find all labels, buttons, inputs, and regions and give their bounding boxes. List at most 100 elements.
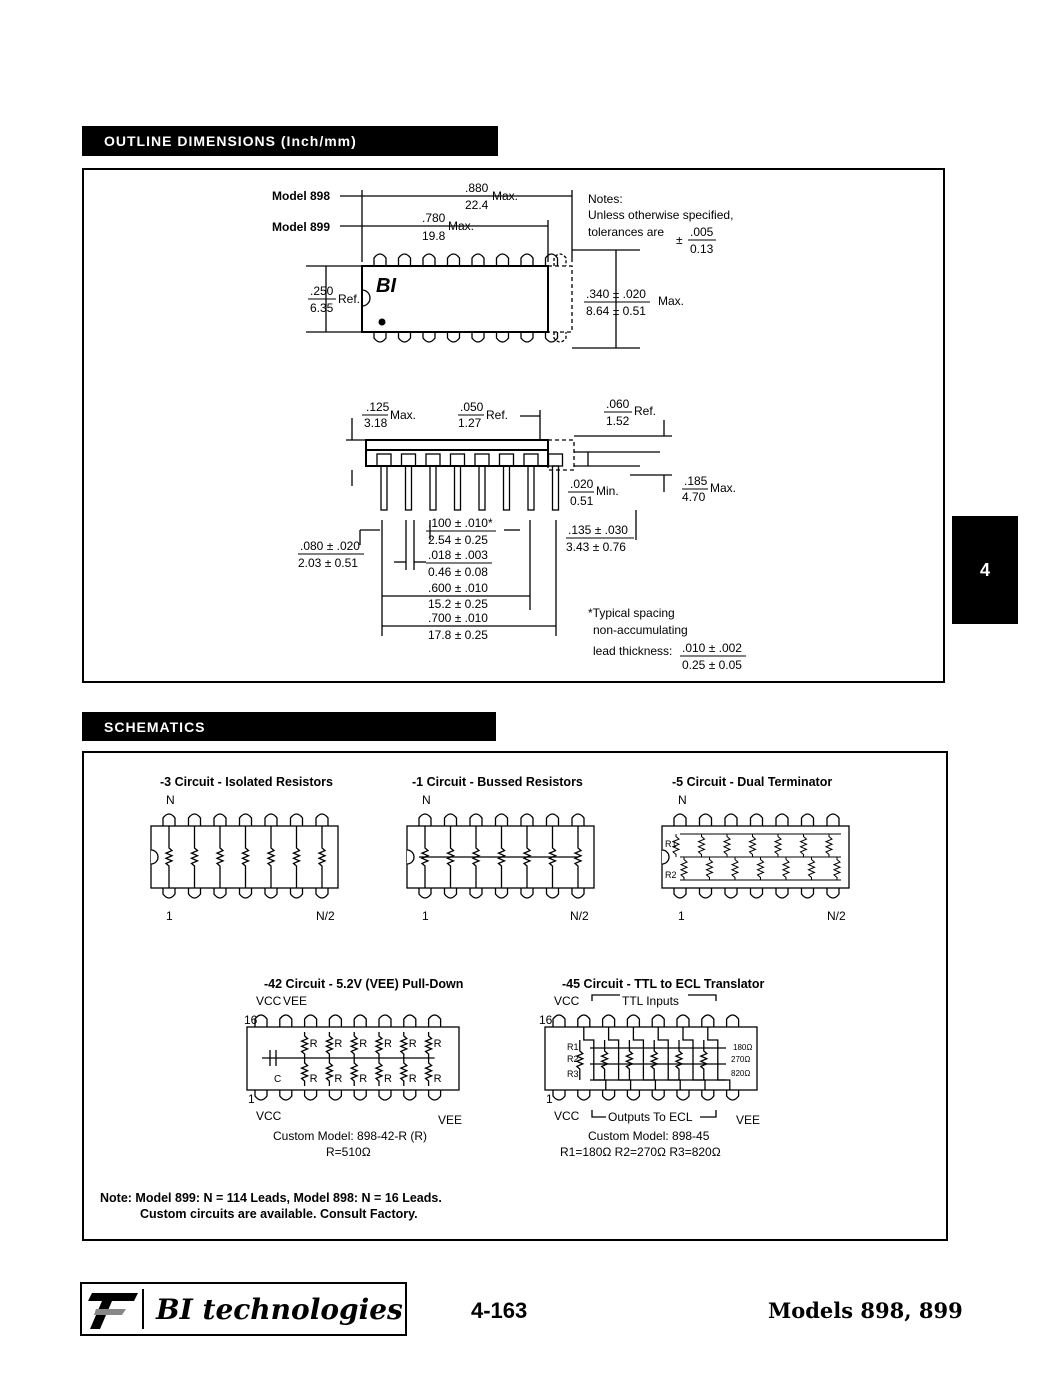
pin <box>544 253 559 266</box>
resistor <box>291 826 302 888</box>
resistor <box>266 826 276 888</box>
page-number: 4-163 <box>471 1298 528 1323</box>
dip-notch <box>406 849 415 865</box>
lead <box>453 465 462 511</box>
lead-shoulder <box>376 453 392 467</box>
dim-100-mm: 2.54 ± 0.25 <box>428 533 488 547</box>
pin <box>601 1090 616 1101</box>
c45-outputs-ecl: Outputs To ECL <box>608 1110 693 1124</box>
pin <box>315 813 329 826</box>
pin <box>469 888 483 899</box>
typical-spacing-1: *Typical spacing <box>588 606 675 620</box>
resistor <box>349 1058 359 1086</box>
pin <box>187 888 202 899</box>
pin <box>724 813 738 826</box>
resistor <box>756 857 765 880</box>
lead-shoulder <box>449 453 466 467</box>
c5-r1-label: R1 <box>665 839 677 849</box>
dip-notch <box>661 849 670 865</box>
pin <box>800 813 815 826</box>
pin <box>427 1014 442 1027</box>
model-898-label: Model 898 <box>272 189 330 203</box>
notes-2: Unless otherwise specified, <box>588 208 733 222</box>
resistor <box>299 1058 310 1086</box>
resistor <box>824 834 834 857</box>
pin <box>698 813 713 826</box>
pin <box>213 888 227 899</box>
dashed-pin <box>553 253 567 266</box>
pin <box>303 1014 318 1027</box>
circuit-5-title: -5 Circuit - Dual Terminator <box>672 775 832 789</box>
lead-shoulder <box>547 453 564 467</box>
c45-r3-label: R3 <box>567 1069 579 1079</box>
resistor <box>324 1058 335 1086</box>
dim-185-max: Max. <box>710 481 736 495</box>
dim-125-mm: 3.18 <box>364 416 388 430</box>
c45-270-label: 270Ω <box>731 1055 750 1064</box>
dim-700-in: .700 ± .010 <box>428 611 488 625</box>
note-line-1: Note: Model 899: N = 114 Leads, Model 89… <box>100 1191 442 1205</box>
pin <box>353 1090 367 1101</box>
resistor <box>299 1032 310 1058</box>
pin <box>520 813 534 826</box>
c3-pin-n: N <box>166 793 175 807</box>
dim-600-in: .600 ± .010 <box>428 581 488 595</box>
pin <box>494 888 509 899</box>
pin <box>651 1090 665 1101</box>
pin <box>254 1014 268 1027</box>
dim-600-mm: 15.2 ± 0.25 <box>428 597 488 611</box>
pin <box>162 888 176 899</box>
dim-060-in: .060 <box>606 397 630 411</box>
dim-185-mm: 4.70 <box>682 490 706 504</box>
pin <box>213 813 227 826</box>
pin <box>328 1090 343 1101</box>
pin <box>162 813 176 826</box>
outline-drawing: BI Model 898 Model 899 .880 22.4 Max. .7… <box>272 181 746 672</box>
resistor <box>575 1040 585 1080</box>
dim-340-in: .340 ± .020 <box>586 287 646 301</box>
dim-050-in: .050 <box>460 400 484 414</box>
schematics-box <box>82 751 948 1241</box>
lead <box>404 465 413 511</box>
c1-pin-n: N <box>422 793 431 807</box>
c42-pin16: 16 <box>244 1013 258 1027</box>
dim-340-max: Max. <box>658 294 684 308</box>
lead <box>380 465 388 511</box>
pin <box>315 888 329 899</box>
bracket <box>591 1110 606 1118</box>
lead-shoulder <box>474 453 490 467</box>
pin <box>725 1090 740 1101</box>
pin <box>471 253 485 266</box>
c45-pin16: 16 <box>539 1013 553 1027</box>
pin <box>545 888 560 899</box>
resistor <box>215 826 225 888</box>
pin <box>422 253 436 266</box>
notes-1: Notes: <box>588 192 623 206</box>
pin <box>238 813 253 826</box>
lead-thickness-in: .010 ± .002 <box>682 641 742 655</box>
pin <box>676 1090 690 1101</box>
resistor <box>349 1032 359 1058</box>
pin <box>601 1014 616 1027</box>
c5-pin-1: 1 <box>678 909 685 923</box>
dim-100-in: .100 ± .010* <box>428 516 493 530</box>
lead <box>502 465 511 511</box>
dim-080-mm: 2.03 ± 0.51 <box>298 556 358 570</box>
pin <box>552 1014 566 1027</box>
c45-pin1: 1 <box>546 1092 553 1106</box>
pin <box>800 888 815 899</box>
dim-050-mm: 1.27 <box>458 416 482 430</box>
dim-700-mm: 17.8 ± 0.25 <box>428 628 488 642</box>
pin <box>775 888 789 899</box>
c45-custom-model: Custom Model: 898-45 <box>588 1129 710 1143</box>
dip-body <box>544 1026 758 1091</box>
pin <box>238 888 253 899</box>
c3-pin-1: 1 <box>166 909 173 923</box>
dim-880-in: .880 <box>465 181 489 195</box>
pin <box>264 888 278 899</box>
brand-logo: BI technologies <box>80 1282 407 1336</box>
circuit-1-title: -1 Circuit - Bussed Resistors <box>412 775 583 789</box>
dim-125-in: .125 <box>366 400 390 414</box>
resistor <box>649 1040 659 1080</box>
package-logo: BI <box>376 275 396 297</box>
